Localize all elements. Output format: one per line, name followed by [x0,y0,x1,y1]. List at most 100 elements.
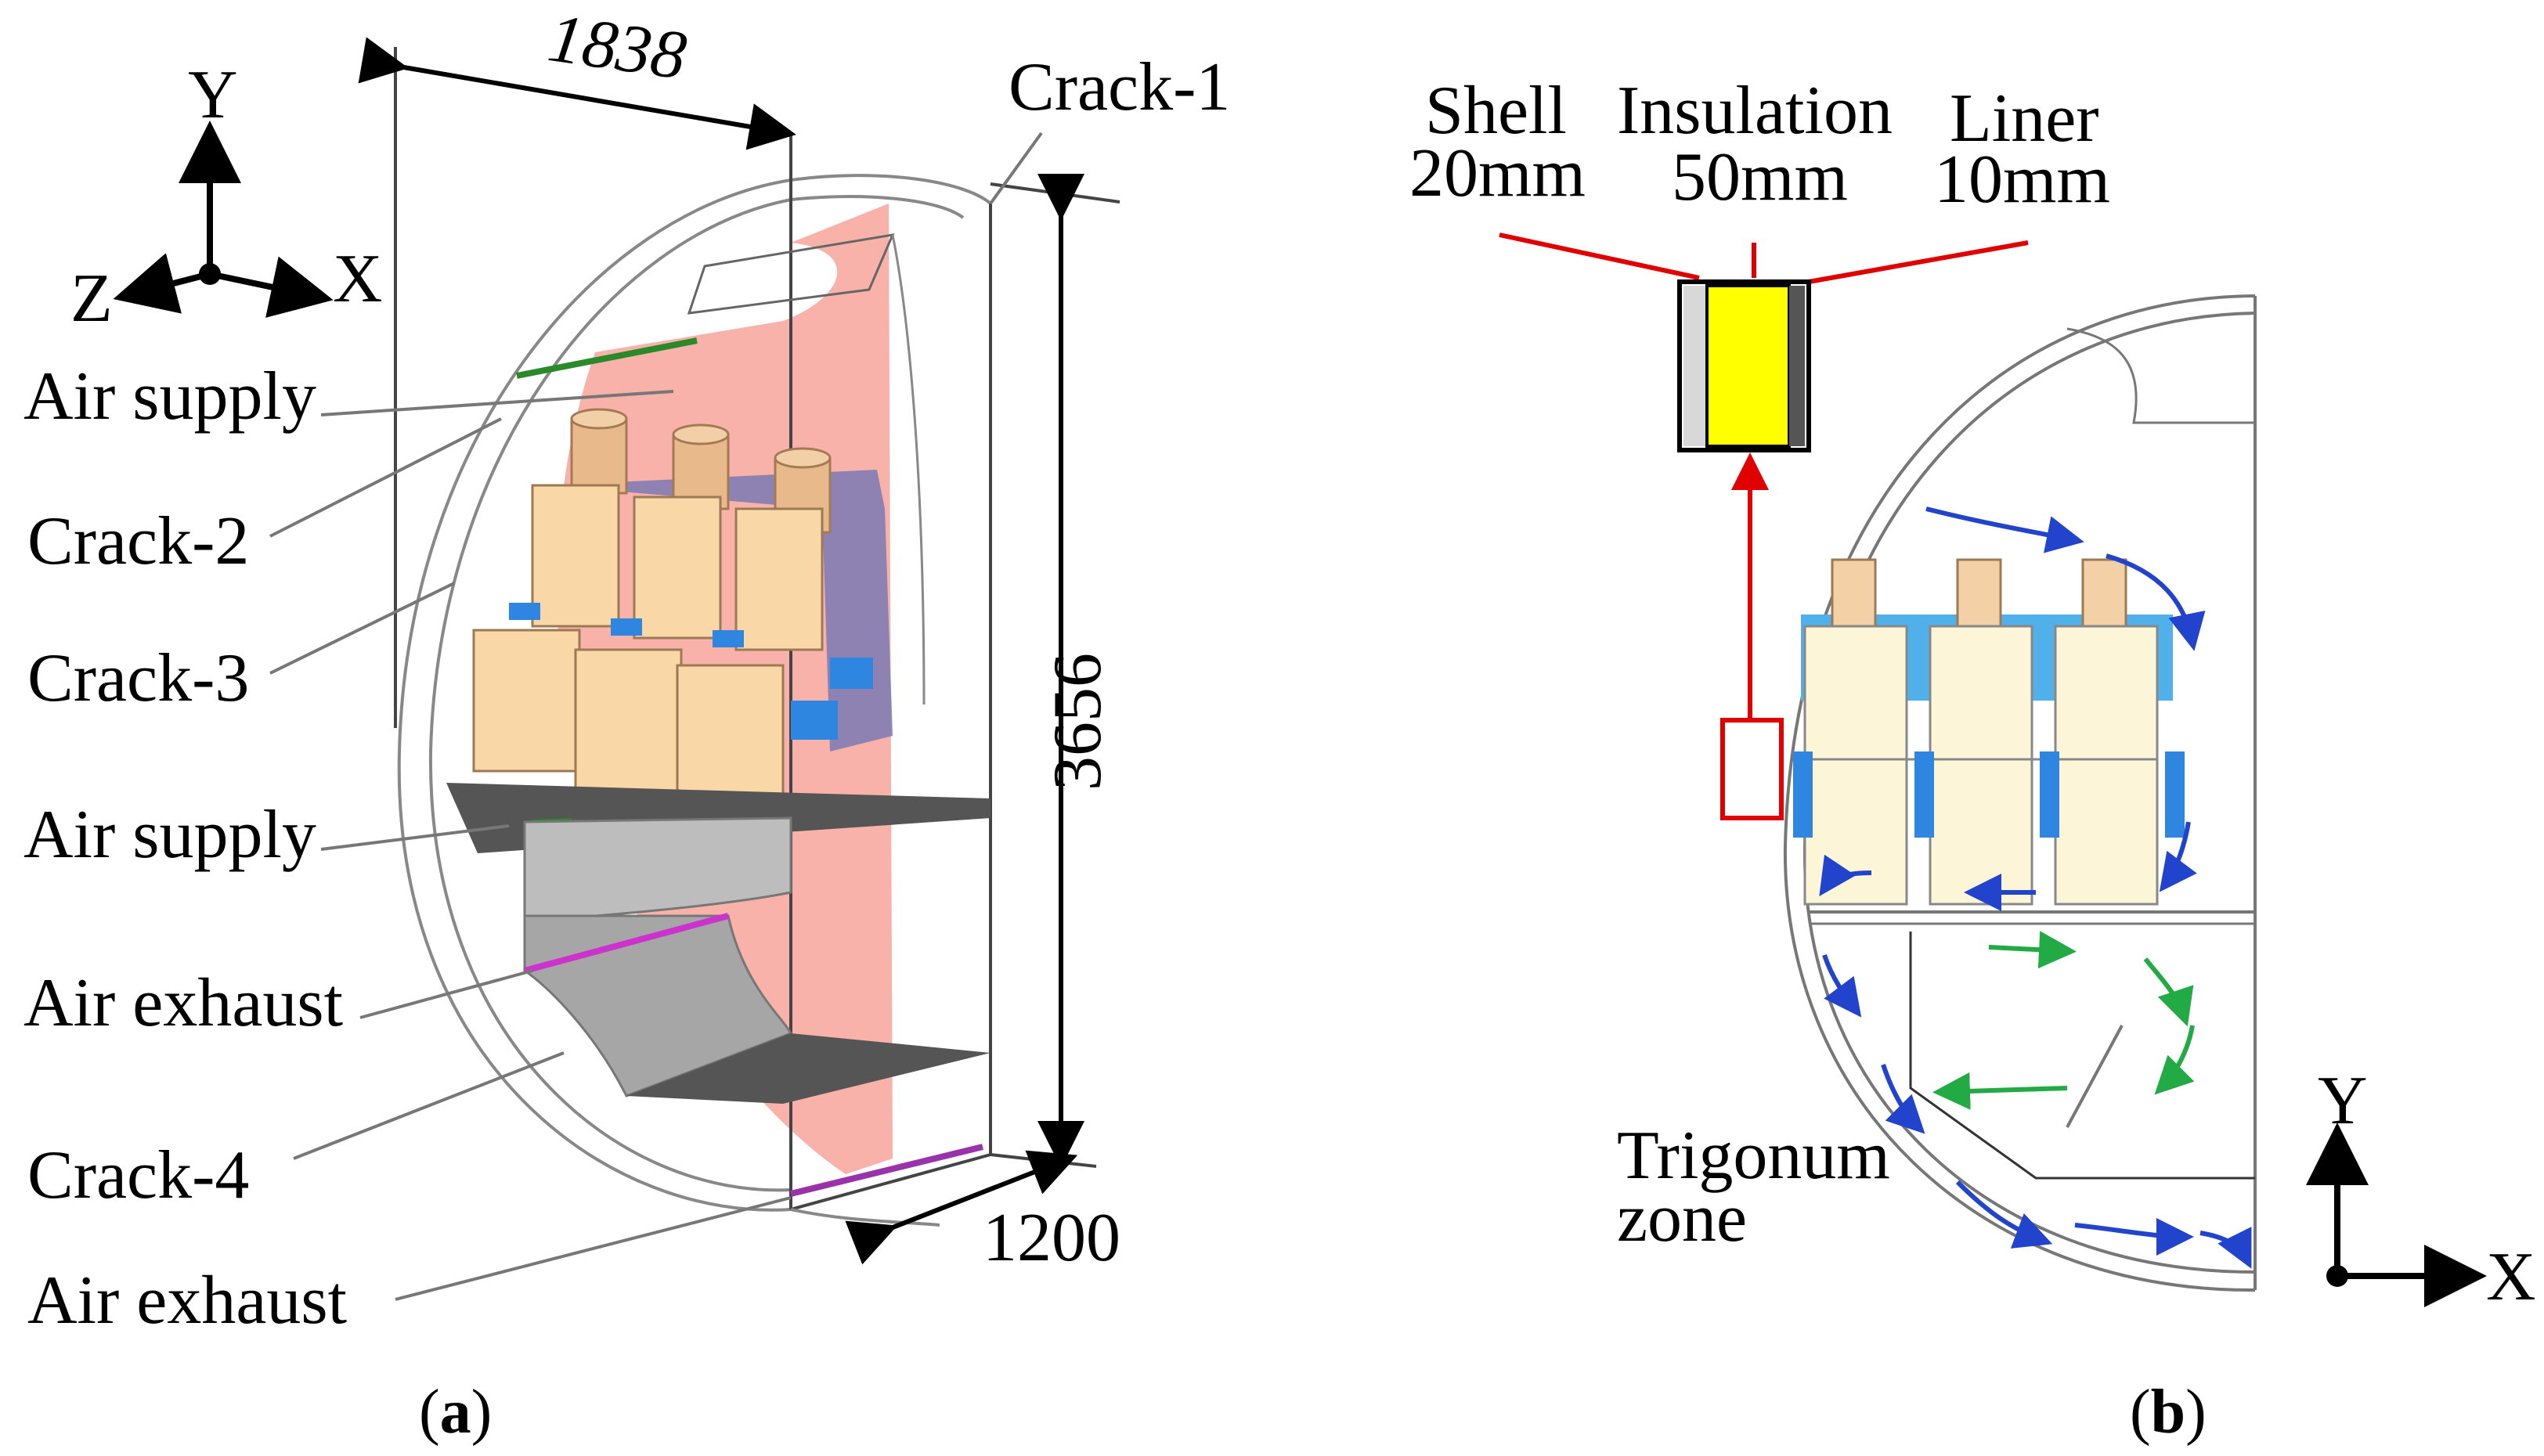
caption-a-letter: a [440,1378,471,1447]
leader-crack2 [269,417,502,538]
panel-a: Y X Z [23,0,1230,1447]
cargo-partition [1909,932,2255,1180]
gasper-2 [611,618,642,636]
leader-crack1 [989,132,1043,205]
label-liner: Liner [1950,81,2099,157]
fuselage-top-arc-inner [790,195,965,219]
label-trigonum-line1: Trigonum [1617,1118,1890,1194]
dim-ext-top [990,182,1120,204]
seat-upper-3 [734,507,824,651]
axis-label-z: Z [70,261,113,337]
dimension-height: 3656 [1037,174,1116,1168]
axes-triad-a: Y X Z [70,57,383,337]
caption-b-close: ) [2185,1378,2207,1447]
label-shell-thickness: 20mm [1409,135,1586,211]
flow-blue-6 [1822,954,1862,1018]
air-exhaust-slot-mid [523,913,730,974]
leader-crack3 [269,582,455,675]
caption-a: (a) [419,1378,492,1447]
panel-b: Shell 20mm Insulation 50mm Liner 10mm [1409,73,2536,1447]
label-crack-4: Crack-4 [27,1137,249,1213]
caption-b-letter: b [2151,1378,2186,1447]
seat-upper-1 [531,484,620,628]
label-insulation: Insulation [1617,73,1893,149]
axis-label-y: Y [188,57,238,133]
label-crack-1: Crack-1 [1009,49,1230,125]
axes-origin-b [2326,1265,2348,1287]
dimension-depth: 1200 [845,1150,1120,1276]
leader-trigonum [2066,1025,2124,1128]
label-liner-thickness: 10mm [1934,142,2110,218]
z-axis-arrow [113,253,211,314]
leader-air-exhaust-mid [359,969,533,1019]
gasper-parts [509,603,873,740]
dimension-width-label: 1838 [543,0,691,95]
seat-b-2 [1929,625,2033,906]
seat-b-1 [1803,625,1908,906]
layer-insulation [1705,284,1791,448]
wall-highlight-box [1720,718,1784,820]
label-crack-3: Crack-3 [27,640,249,716]
cargo-floor-plate [626,1033,991,1104]
headrest-1 [570,417,628,495]
flow-green-1 [1988,931,2077,969]
caption-b: (b) [2130,1378,2207,1447]
dimension-height-label: 3656 [1040,653,1116,791]
seat-upper-2 [633,496,722,640]
flow-green-4 [1932,1072,2068,1110]
axis-label-x-b: X [2486,1239,2536,1315]
headrest-1-top [570,408,628,430]
gasper-b-1 [1793,751,1813,838]
label-air-exhaust-mid: Air exhaust [23,965,343,1041]
seat-lower-blocks [472,629,785,816]
layer-shell [1683,286,1707,446]
label-shell: Shell [1425,73,1567,149]
label-crack-2: Crack-2 [27,503,249,579]
headrest-b-2 [1956,558,2002,628]
label-trigonum-line2: zone [1617,1180,1747,1256]
dim-ext-bottom [990,1153,1097,1168]
axis-label-y-b: Y [2318,1063,2368,1139]
caption-b-open: ( [2130,1378,2151,1447]
fuselage-outer-arc [397,178,792,1212]
axes-triad-b: Y X [2306,1063,2536,1315]
fuselage-top-arc [790,174,992,205]
label-air-exhaust-bottom: Air exhaust [27,1263,347,1339]
flow-blue-1 [1925,506,2084,553]
label-air-supply-mid: Air supply [23,797,316,873]
dimension-depth-arrow [845,1150,1078,1265]
label-air-supply-top: Air supply [23,359,316,434]
layer-liner [1789,286,1805,446]
seat-lower-2 [574,648,683,796]
section-outer-arc [1783,294,2256,1292]
seat-upper-blocks [531,484,824,651]
seat-lower-1 [472,629,581,773]
x-axis-arrow [209,256,334,318]
dimension-width: 1838 [358,0,796,150]
label-insulation-thickness: 50mm [1672,139,1848,215]
gasper-5 [791,701,838,740]
axes-origin [199,263,221,285]
flow-green-2 [2143,957,2194,1027]
leader-air-supply-mid [320,824,510,851]
gasper-3 [713,630,744,647]
caption-a-close: ) [471,1378,493,1447]
flow-blue-3 [2159,821,2197,892]
caption-a-open: ( [419,1378,440,1447]
flow-blue-9 [2074,1217,2194,1256]
leader-crack4 [293,1051,565,1160]
gasper-4 [830,658,873,689]
gasper-1 [509,603,540,620]
wall-layers-zoom [1677,279,1811,452]
leader-shell [1499,232,1700,280]
air-supply-slot-top [516,337,698,379]
axis-label-x: X [333,241,383,317]
headrest-b-3 [2081,558,2127,628]
dimension-depth-label: 1200 [983,1200,1120,1276]
leader-liner [1808,240,2029,284]
seat-b-3 [2054,625,2159,906]
flow-arrows-green [1932,931,2195,1110]
flow-blue-7 [1881,1064,1925,1134]
